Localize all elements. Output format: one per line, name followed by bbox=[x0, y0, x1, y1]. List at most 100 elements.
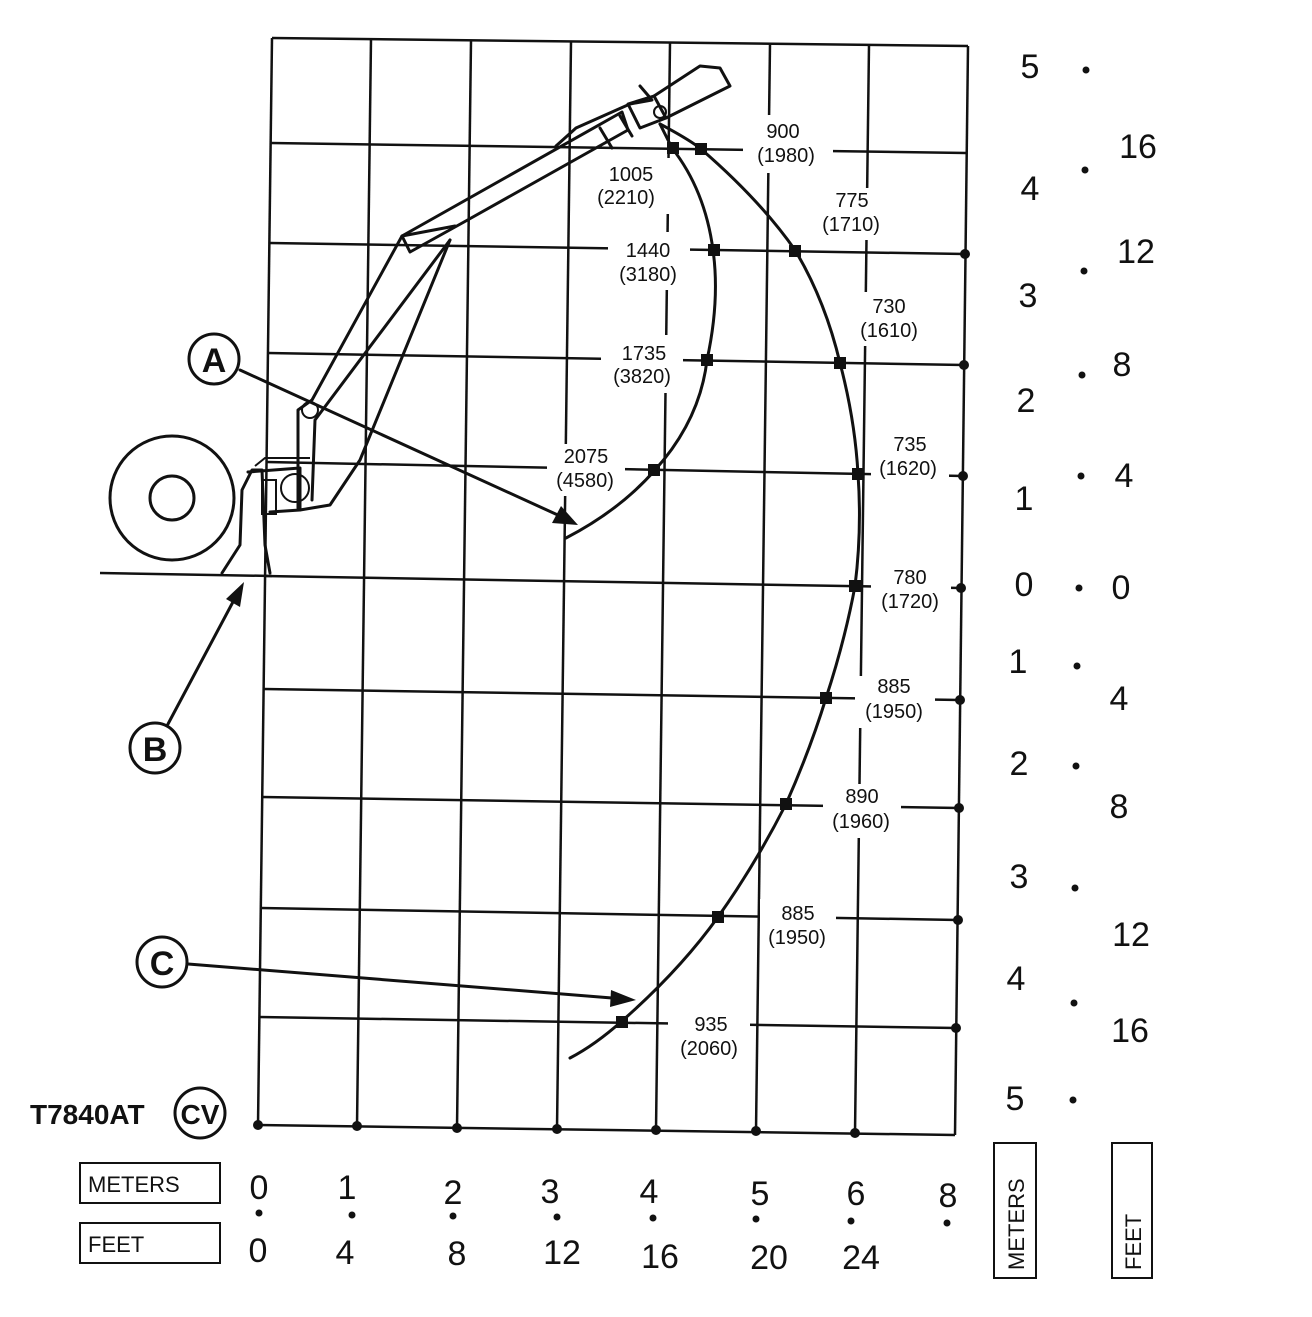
outer-label-value: 780 bbox=[893, 567, 926, 589]
svg-text:1: 1 bbox=[338, 1169, 357, 1207]
figure-id: T7840AT bbox=[30, 1099, 145, 1130]
svg-text:8: 8 bbox=[1113, 346, 1132, 384]
callout-b: B bbox=[128, 582, 244, 775]
inner-label-value: 2075 bbox=[564, 446, 609, 468]
outer-label-value: 890 bbox=[845, 786, 878, 808]
svg-text:8: 8 bbox=[939, 1177, 958, 1215]
load-point bbox=[852, 468, 864, 480]
svg-text:5: 5 bbox=[1021, 48, 1040, 86]
callout-c: C bbox=[135, 935, 636, 1007]
bottom-feet-label: FEET bbox=[88, 1232, 144, 1257]
load-point bbox=[695, 143, 707, 155]
inner-label-paren: (3180) bbox=[619, 264, 677, 286]
svg-text:5: 5 bbox=[751, 1175, 770, 1213]
svg-text:3: 3 bbox=[541, 1173, 560, 1211]
right-unit-labels: METERS FEET bbox=[993, 1142, 1153, 1279]
inner-label-paren: (3820) bbox=[613, 366, 671, 388]
svg-text:1: 1 bbox=[1015, 480, 1034, 518]
svg-text:0: 0 bbox=[249, 1232, 268, 1270]
svg-text:4: 4 bbox=[1115, 457, 1134, 495]
svg-text:C: C bbox=[150, 945, 175, 983]
vertical-axis-feet: 16 12 8 4 0 4 8 12 16 bbox=[1110, 128, 1157, 1050]
callout-a: A bbox=[187, 332, 578, 525]
bottom-meters-label: METERS bbox=[88, 1172, 180, 1197]
svg-text:3: 3 bbox=[1019, 277, 1038, 315]
outer-label-paren: (1710) bbox=[822, 214, 880, 236]
vertical-axis-meters: 5 4 3 2 1 0 1 2 3 4 5 bbox=[1006, 48, 1040, 1118]
label-backgrounds bbox=[547, 115, 951, 1064]
outer-label-value: 935 bbox=[694, 1014, 727, 1036]
outer-arc-labels: 900 (1980) 775 (1710) 730 (1610) 735 (16… bbox=[680, 121, 939, 1060]
outer-label-paren: (1950) bbox=[865, 701, 923, 723]
svg-text:4: 4 bbox=[640, 1173, 659, 1211]
outer-label-value: 775 bbox=[835, 190, 868, 212]
outer-label-value: 900 bbox=[766, 121, 799, 143]
inner-label-value: 1735 bbox=[622, 343, 667, 365]
svg-text:4: 4 bbox=[1110, 680, 1129, 718]
svg-text:16: 16 bbox=[1111, 1012, 1149, 1050]
horizontal-axis-meters: 0 1 2 3 4 5 6 8 bbox=[250, 1169, 958, 1215]
horizontal-axis-feet: 0 4 8 12 16 20 24 bbox=[249, 1232, 880, 1277]
tractor-rear bbox=[108, 434, 310, 575]
bottom-unit-labels: METERS FEET bbox=[79, 1162, 221, 1264]
load-point bbox=[789, 245, 801, 257]
svg-text:4: 4 bbox=[1007, 960, 1026, 998]
outer-label-paren: (1950) bbox=[768, 927, 826, 949]
svg-text:2: 2 bbox=[1017, 382, 1036, 420]
svg-text:20: 20 bbox=[750, 1239, 788, 1277]
load-point bbox=[708, 244, 720, 256]
load-points bbox=[616, 142, 864, 1028]
load-point bbox=[834, 357, 846, 369]
inner-label-value: 1005 bbox=[609, 164, 654, 186]
outer-label-paren: (1610) bbox=[860, 320, 918, 342]
svg-text:16: 16 bbox=[641, 1238, 679, 1276]
inner-label-paren: (4580) bbox=[556, 470, 614, 492]
outer-label-paren: (1960) bbox=[832, 811, 890, 833]
svg-text:2: 2 bbox=[1010, 745, 1029, 783]
right-meters-label: METERS bbox=[1004, 1178, 1029, 1270]
vertical-axis-dots bbox=[1069, 66, 1090, 1104]
outer-label-value: 885 bbox=[877, 676, 910, 698]
svg-text:B: B bbox=[143, 731, 168, 769]
load-point bbox=[820, 692, 832, 704]
figure-code: T7840AT CV bbox=[30, 1086, 227, 1140]
inner-label-value: 1440 bbox=[626, 240, 671, 262]
svg-text:A: A bbox=[202, 342, 227, 380]
load-point bbox=[849, 580, 861, 592]
svg-text:5: 5 bbox=[1006, 1080, 1025, 1118]
right-feet-label: FEET bbox=[1121, 1214, 1146, 1270]
load-point bbox=[616, 1016, 628, 1028]
svg-text:16: 16 bbox=[1119, 128, 1157, 166]
svg-text:12: 12 bbox=[1117, 233, 1155, 271]
svg-text:12: 12 bbox=[543, 1234, 581, 1272]
svg-text:1: 1 bbox=[1009, 643, 1028, 681]
svg-text:24: 24 bbox=[842, 1239, 880, 1277]
svg-text:3: 3 bbox=[1010, 858, 1029, 896]
inner-label-paren: (2210) bbox=[597, 187, 655, 209]
horizontal-axis-dots bbox=[255, 1209, 951, 1227]
svg-text:0: 0 bbox=[250, 1169, 269, 1207]
svg-text:8: 8 bbox=[448, 1235, 467, 1273]
load-point bbox=[667, 142, 679, 154]
svg-text:2: 2 bbox=[444, 1174, 463, 1212]
backhoe-boom bbox=[296, 64, 732, 512]
outer-label-paren: (1620) bbox=[879, 458, 937, 480]
outer-label-paren: (2060) bbox=[680, 1038, 738, 1060]
load-point bbox=[701, 354, 713, 366]
outer-label-paren: (1720) bbox=[881, 591, 939, 613]
load-point bbox=[780, 798, 792, 810]
svg-text:6: 6 bbox=[847, 1175, 866, 1213]
outer-label-paren: (1980) bbox=[757, 145, 815, 167]
load-point bbox=[712, 911, 724, 923]
svg-text:8: 8 bbox=[1110, 788, 1129, 826]
inner-arc-labels: 1005 (2210) 1440 (3180) 1735 (3820) 2075… bbox=[556, 164, 677, 492]
svg-text:12: 12 bbox=[1112, 916, 1150, 954]
outer-label-value: 885 bbox=[781, 903, 814, 925]
svg-text:4: 4 bbox=[336, 1234, 355, 1272]
figure-badge: CV bbox=[181, 1099, 220, 1130]
load-point bbox=[648, 464, 660, 476]
outer-label-value: 735 bbox=[893, 434, 926, 456]
svg-text:0: 0 bbox=[1015, 566, 1034, 604]
